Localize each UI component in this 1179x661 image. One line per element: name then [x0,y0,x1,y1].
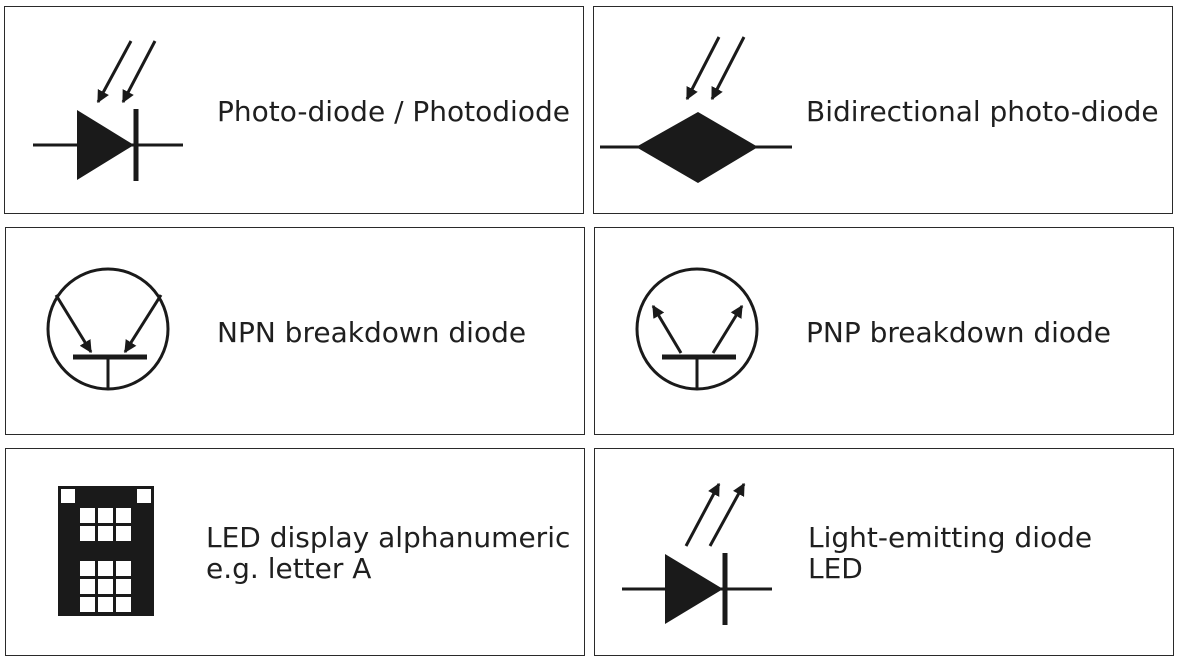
led-label-line-2: LED [808,552,863,585]
pnp-breakdown-diode-icon [635,267,759,391]
pnp-breakdown-diode-label: PNP breakdown diode [806,316,1112,349]
cell-photodiode: Photo-diode / Photodiode [4,6,584,214]
led-display-label-line-2: e.g. letter A [206,552,372,585]
light-emitting-diode-label: Light-emitting diode LED [808,522,1092,584]
cell-pnp-breakdown-diode: PNP breakdown diode [594,227,1174,435]
light-emitting-diode-icon [622,482,772,625]
cell-led-display-alphanumeric: LED display alphanumeric e.g. letter A [5,448,585,656]
cell-bidirectional-photodiode: Bidirectional photo-diode [593,6,1173,214]
led-display-alphanumeric-label: LED display alphanumeric e.g. letter A [206,522,570,584]
npn-breakdown-diode-label: NPN breakdown diode [217,316,527,349]
bidirectional-photodiode-label: Bidirectional photo-diode [806,95,1159,128]
cell-light-emitting-diode: Light-emitting diode LED [594,448,1174,656]
led-display-alphanumeric-icon [58,486,154,616]
bidirectional-photodiode-icon [600,36,792,183]
led-label-line-1: Light-emitting diode [808,521,1093,554]
photodiode-label: Photo-diode / Photodiode [217,95,570,128]
led-display-label-line-1: LED display alphanumeric [206,521,571,554]
photodiode-icon [33,40,183,181]
npn-breakdown-diode-icon [46,267,170,391]
cell-npn-breakdown-diode: NPN breakdown diode [5,227,585,435]
